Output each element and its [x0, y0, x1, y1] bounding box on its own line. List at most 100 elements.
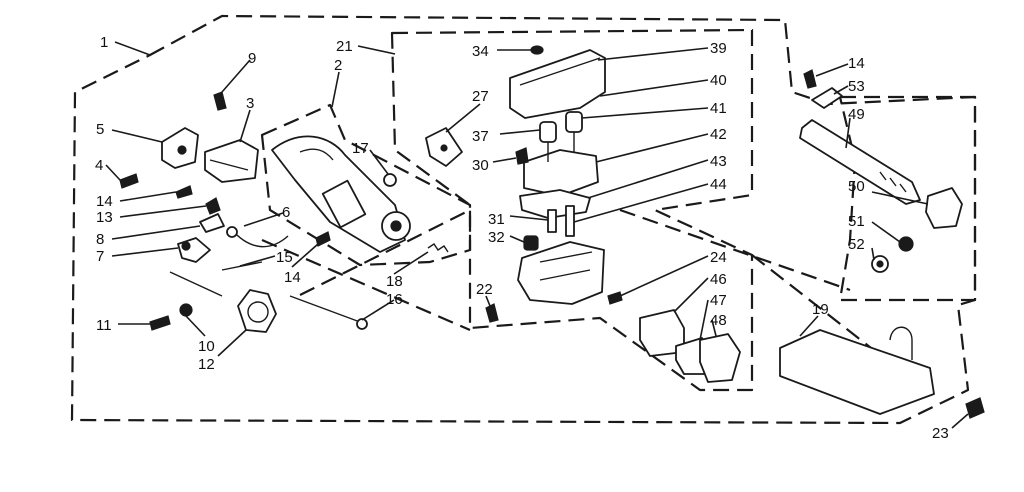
bushing-part-32	[523, 235, 539, 251]
wire-terminal	[226, 226, 238, 238]
callout-32: 32	[488, 229, 505, 246]
callout-13: 13	[96, 209, 113, 226]
leader-27	[445, 103, 481, 133]
callout-52: 52	[848, 236, 865, 253]
connector-dash-d	[751, 254, 881, 356]
callout-40: 40	[710, 72, 727, 89]
callout-41: 41	[710, 100, 727, 117]
screw-part-30	[515, 147, 529, 165]
cover-39-edge	[519, 57, 601, 86]
bracket-part-50	[925, 187, 963, 229]
callout-49: 49	[848, 106, 865, 123]
leader-49	[845, 117, 851, 149]
spring-part-18	[427, 243, 449, 253]
leader-32	[509, 235, 525, 243]
burner-tube-boundary	[260, 103, 472, 267]
callout-43: 43	[710, 153, 727, 170]
leader-41	[581, 107, 709, 119]
bearing-part-51	[898, 236, 914, 252]
callout-37: 37	[472, 128, 489, 145]
leader-50	[871, 191, 929, 205]
knob-part-41	[565, 111, 583, 133]
callout-14-right: 14	[848, 55, 865, 72]
shaft-49-thread	[879, 171, 907, 193]
callout-34: 34	[472, 43, 489, 60]
bracket-part-8	[199, 213, 225, 233]
leader-44	[573, 183, 709, 223]
leader-39	[597, 47, 709, 61]
leader-52	[871, 247, 875, 261]
bracket-3-fold	[209, 159, 249, 171]
valve-pin-part-31	[547, 209, 557, 233]
callout-44: 44	[710, 176, 727, 193]
callout-2: 2	[334, 57, 342, 74]
callout-16: 16	[386, 291, 403, 308]
clip-part-53	[811, 87, 843, 109]
leader-17	[369, 149, 389, 175]
callout-9: 9	[248, 50, 256, 67]
callout-5: 5	[96, 121, 104, 138]
connector-dash-a	[299, 209, 471, 296]
callout-1: 1	[100, 34, 108, 51]
callout-10: 10	[198, 338, 215, 355]
gear-hub-52	[876, 260, 884, 268]
callout-19: 19	[812, 301, 829, 318]
leader-2	[331, 71, 340, 108]
callout-4: 4	[95, 157, 103, 174]
leader-23	[951, 413, 969, 429]
igniter-part-7	[177, 237, 211, 263]
leader-14-mid	[291, 243, 319, 268]
leader-24	[619, 255, 709, 297]
leader-18	[393, 251, 429, 275]
callout-22: 22	[476, 281, 493, 298]
pilot-tube-part-16	[289, 295, 361, 323]
wire-part-6	[231, 229, 289, 248]
probe-rod	[169, 271, 223, 297]
screw-part-24	[607, 291, 623, 305]
valve-top-part-42	[523, 149, 599, 197]
callout-21: 21	[336, 38, 353, 55]
mounting-bracket-part-19	[779, 329, 935, 415]
callout-39: 39	[710, 40, 727, 57]
leader-14-left	[119, 191, 177, 202]
leader-1	[114, 41, 151, 56]
valve-body	[517, 241, 605, 305]
callout-50: 50	[848, 178, 865, 195]
leader-10	[185, 315, 206, 337]
leader-37	[499, 129, 541, 135]
valve-body-face	[539, 251, 593, 281]
bracket-19-tab	[889, 326, 913, 360]
leader-13	[119, 205, 207, 218]
leader-40	[599, 79, 709, 97]
leader-6	[243, 212, 284, 227]
leader-5	[111, 129, 163, 143]
shaft-part-49	[799, 119, 921, 205]
thermo-generator-part-12	[237, 289, 277, 333]
screw-part-14-left	[175, 185, 193, 199]
leader-19	[799, 315, 819, 337]
leader-30	[492, 157, 517, 163]
screw-part-14-mid	[315, 231, 331, 247]
screw-part-9	[213, 91, 227, 111]
callout-15: 15	[276, 249, 293, 266]
callout-6: 6	[282, 204, 290, 221]
leader-53	[833, 85, 849, 95]
igniter-tip	[181, 241, 191, 251]
screw-part-11	[149, 315, 171, 331]
callout-7: 7	[96, 248, 104, 265]
pilot-tube-fitting	[356, 318, 368, 330]
callout-11: 11	[96, 317, 112, 334]
leader-12	[217, 329, 247, 357]
leader-46	[673, 277, 709, 313]
callout-46: 46	[710, 271, 727, 288]
screw-part-14-right	[803, 69, 817, 89]
callout-8: 8	[96, 231, 104, 248]
leader-15	[239, 255, 276, 267]
leader-31	[509, 215, 549, 221]
leader-47	[699, 299, 709, 341]
leader-8	[111, 225, 201, 240]
cover-part-39	[509, 49, 606, 119]
callout-42: 42	[710, 126, 727, 143]
leader-43	[587, 159, 709, 199]
